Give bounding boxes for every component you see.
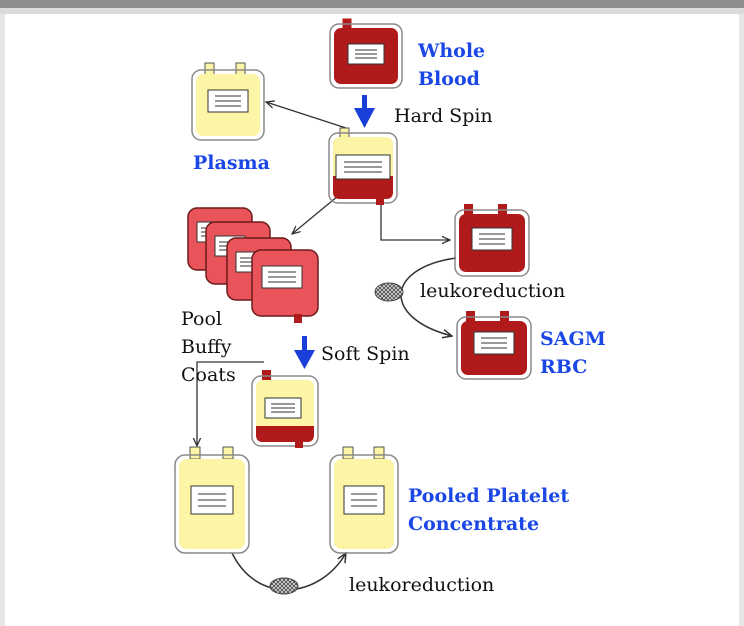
- whole-blood-bag: [329, 17, 403, 89]
- sagm-rbc-bag: [456, 311, 532, 380]
- top-bar: [0, 0, 744, 8]
- pool-label-line1: Pool: [181, 308, 222, 330]
- red-cell-bag: [454, 204, 530, 277]
- ppc-label-line1: Pooled Platelet: [408, 485, 570, 507]
- hard-spin-arrow: [354, 95, 375, 128]
- plasma-label: Plasma: [193, 152, 270, 174]
- leukoreduction-top-label: leukoreduction: [420, 280, 566, 302]
- sagm-label-line1: SAGM: [540, 328, 606, 350]
- leukofilter-bottom: [269, 577, 299, 595]
- pooled-bag: [174, 446, 250, 554]
- whole-blood-label-line2: Blood: [418, 68, 480, 90]
- pool-label-line3: Coats: [181, 364, 236, 386]
- left-edge: [0, 14, 5, 626]
- ppc-label-line2: Concentrate: [408, 513, 540, 535]
- separated-bag: [328, 127, 398, 205]
- soft-spun-bag: [251, 370, 319, 448]
- arrow-to-buffy-coats: [292, 195, 339, 234]
- right-edge: [739, 14, 744, 626]
- whole-blood-label-line1: Whole: [418, 40, 486, 62]
- plasma-bag: [191, 62, 265, 141]
- leukoreduction-bottom-label: leukoreduction: [349, 574, 495, 596]
- pool-label-line2: Buffy: [181, 336, 232, 358]
- top-bar-shadow: [0, 8, 744, 14]
- pooled-platelet-concentrate-bag: [329, 446, 399, 554]
- arrow-to-pooled-bag: [197, 361, 264, 446]
- arrow-to-plasma: [266, 102, 347, 129]
- leukofilter-top: [374, 282, 404, 302]
- hard-spin-label: Hard Spin: [394, 105, 493, 127]
- soft-spin-label: Soft Spin: [321, 343, 410, 365]
- buffy-coat-bag-4: [251, 249, 319, 323]
- soft-spin-arrow: [294, 336, 315, 369]
- arrow-to-red-cells: [380, 203, 450, 240]
- sagm-label-line2: RBC: [540, 356, 588, 378]
